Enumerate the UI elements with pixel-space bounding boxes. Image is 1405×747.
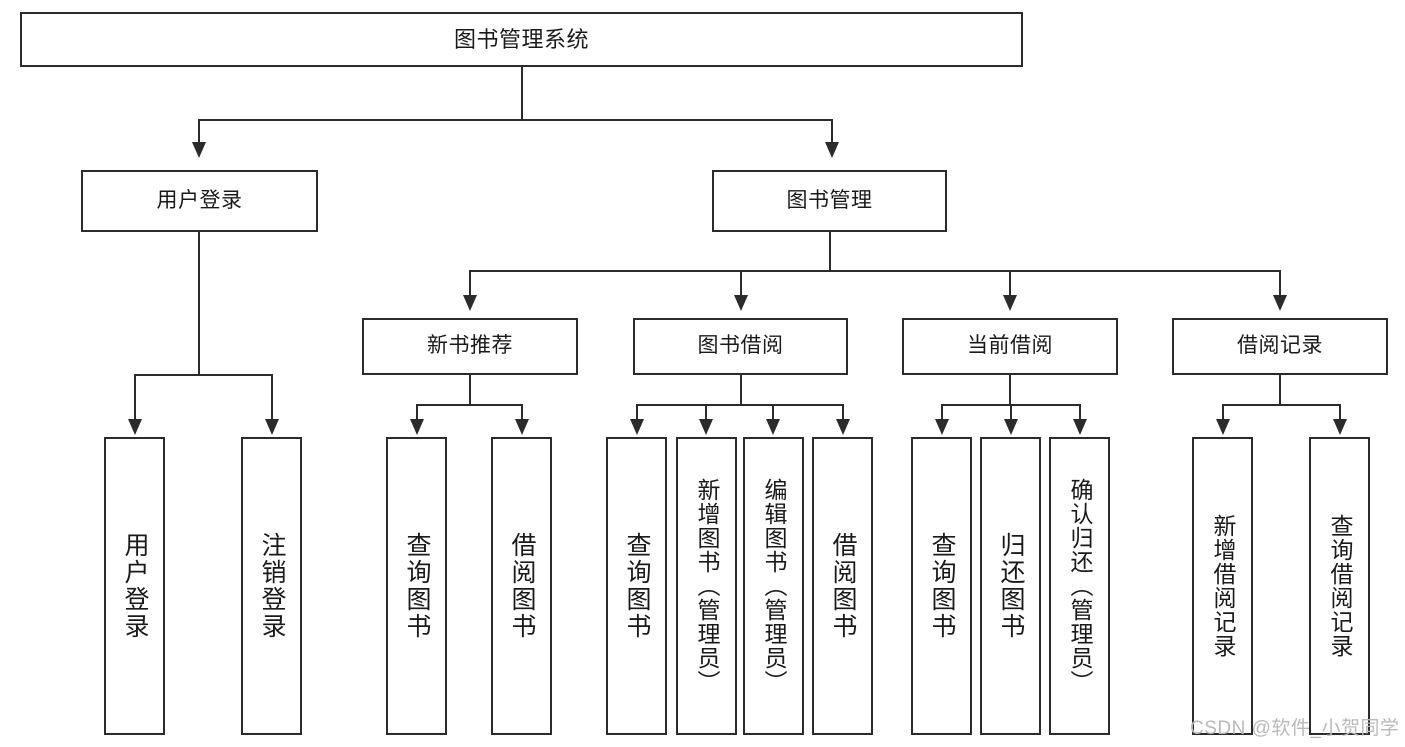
- connector-current-borrow-stem: [1009, 375, 1011, 405]
- arrow-to-leaf-borrow-book-2: [836, 419, 850, 435]
- arrow-to-leaf-query-book-2: [630, 419, 644, 435]
- connector-drop-leaf-borrow-book-2: [842, 404, 844, 420]
- node-leaf-borrow-book-2[interactable]: 借阅图书: [812, 437, 873, 735]
- connector-level3-bus: [469, 270, 1281, 272]
- connector-drop-leaf-edit-book: [772, 404, 774, 420]
- arrow-to-new-book-recommend: [463, 295, 477, 311]
- connector-drop-leaf-query-book-3: [941, 404, 943, 420]
- arrow-to-current-borrow: [1003, 295, 1017, 311]
- connector-root-stem: [521, 67, 523, 120]
- node-root-label: 图书管理系统: [453, 26, 589, 52]
- connector-drop-leaf-logout-login: [271, 374, 273, 420]
- connector-drop-current-borrow: [1009, 270, 1011, 296]
- node-leaf-query-book-1[interactable]: 查询图书: [386, 437, 447, 735]
- connector-user-login-bus: [134, 374, 271, 376]
- connector-drop-borrow-record: [1279, 270, 1281, 296]
- arrow-to-borrow-record: [1273, 295, 1287, 311]
- connector-level2-drop-book-management: [831, 119, 833, 143]
- connector-drop-leaf-query-book-2: [636, 404, 638, 420]
- node-leaf-borrow-book-2-label: 借阅图书: [829, 532, 857, 640]
- arrow-to-leaf-confirm-return: [1073, 419, 1087, 435]
- node-current-borrow[interactable]: 当前借阅: [902, 318, 1118, 375]
- connector-drop-new-book-recommend: [469, 270, 471, 296]
- node-leaf-borrow-book-1[interactable]: 借阅图书: [491, 437, 552, 735]
- node-leaf-query-book-1-label: 查询图书: [403, 532, 431, 640]
- connector-drop-leaf-user-login: [134, 374, 136, 420]
- node-leaf-edit-book-label: 编辑图书（管理员）: [761, 478, 787, 694]
- node-current-borrow-label: 当前借阅: [967, 334, 1053, 358]
- arrow-to-book-borrow: [734, 295, 748, 311]
- connector-level2-bus: [198, 119, 833, 121]
- arrow-to-leaf-user-login: [128, 419, 142, 435]
- connector-drop-leaf-query-book-1: [416, 404, 418, 420]
- node-leaf-query-book-3[interactable]: 查询图书: [911, 437, 972, 735]
- node-borrow-record-label: 借阅记录: [1237, 334, 1323, 358]
- node-leaf-return-book[interactable]: 归还图书: [980, 437, 1041, 735]
- arrow-to-user-login: [192, 142, 206, 158]
- arrow-to-leaf-query-borrow-record: [1333, 419, 1347, 435]
- node-leaf-add-book[interactable]: 新增图书（管理员）: [676, 437, 737, 735]
- arrow-to-leaf-add-book: [699, 419, 713, 435]
- node-book-borrow[interactable]: 图书借阅: [633, 318, 848, 375]
- arrow-to-leaf-borrow-book-1: [515, 419, 529, 435]
- arrow-to-leaf-add-borrow-record: [1216, 419, 1230, 435]
- node-leaf-return-book-label: 归还图书: [997, 532, 1025, 640]
- node-leaf-query-book-2-label: 查询图书: [623, 532, 651, 640]
- connector-user-login-stem: [198, 232, 200, 375]
- arrow-to-leaf-query-book-1: [410, 419, 424, 435]
- connector-drop-leaf-add-book: [705, 404, 707, 420]
- node-leaf-add-borrow-record[interactable]: 新增借阅记录: [1192, 437, 1253, 735]
- node-leaf-query-book-3-label: 查询图书: [928, 532, 956, 640]
- connector-drop-leaf-add-borrow-record: [1222, 404, 1224, 420]
- arrow-to-book-management: [825, 142, 839, 158]
- csdn-watermark: CSDN @软件_小贺同学: [1190, 718, 1400, 739]
- connector-drop-leaf-confirm-return: [1079, 404, 1081, 420]
- node-leaf-logout-login-label: 注销登录: [258, 532, 286, 640]
- connector-new-book-recommend-stem: [469, 375, 471, 405]
- arrow-to-leaf-edit-book: [766, 419, 780, 435]
- connector-new-book-recommend-bus: [416, 404, 522, 406]
- node-leaf-query-borrow-record[interactable]: 查询借阅记录: [1309, 437, 1370, 735]
- node-leaf-user-login-label: 用户登录: [121, 532, 149, 640]
- connector-level2-drop-user-login: [198, 119, 200, 143]
- arrow-to-leaf-logout-login: [265, 419, 279, 435]
- node-leaf-add-book-label: 新增图书（管理员）: [694, 478, 720, 694]
- connector-borrow-record-bus: [1222, 404, 1340, 406]
- connector-book-borrow-stem: [740, 375, 742, 405]
- node-book-management[interactable]: 图书管理: [712, 170, 947, 232]
- node-new-book-recommend[interactable]: 新书推荐: [362, 318, 578, 375]
- node-leaf-confirm-return-label: 确认归还（管理员）: [1067, 478, 1093, 694]
- node-leaf-query-book-2[interactable]: 查询图书: [606, 437, 667, 735]
- connector-drop-leaf-borrow-book-1: [521, 404, 523, 420]
- node-leaf-query-borrow-record-label: 查询借阅记录: [1327, 514, 1353, 658]
- node-leaf-user-login[interactable]: 用户登录: [104, 437, 165, 735]
- node-book-management-label: 图书管理: [786, 188, 873, 212]
- connector-drop-leaf-query-borrow-record: [1339, 404, 1341, 420]
- connector-book-borrow-bus: [636, 404, 844, 406]
- connector-book-management-stem: [829, 232, 831, 272]
- arrow-to-leaf-query-book-3: [935, 419, 949, 435]
- node-leaf-confirm-return[interactable]: 确认归还（管理员）: [1049, 437, 1110, 735]
- node-leaf-edit-book[interactable]: 编辑图书（管理员）: [743, 437, 804, 735]
- node-borrow-record[interactable]: 借阅记录: [1172, 318, 1388, 375]
- arrow-to-leaf-return-book: [1004, 419, 1018, 435]
- node-book-borrow-label: 图书借阅: [697, 334, 784, 358]
- connector-drop-leaf-return-book: [1010, 404, 1012, 420]
- connector-drop-book-borrow: [740, 270, 742, 296]
- connector-borrow-record-stem: [1279, 375, 1281, 405]
- node-user-login[interactable]: 用户登录: [81, 170, 318, 232]
- node-new-book-recommend-label: 新书推荐: [427, 334, 513, 358]
- node-root[interactable]: 图书管理系统: [20, 12, 1023, 67]
- node-leaf-add-borrow-record-label: 新增借阅记录: [1210, 514, 1236, 658]
- node-leaf-borrow-book-1-label: 借阅图书: [508, 532, 536, 640]
- node-leaf-logout-login[interactable]: 注销登录: [241, 437, 302, 735]
- node-user-login-label: 用户登录: [156, 188, 243, 212]
